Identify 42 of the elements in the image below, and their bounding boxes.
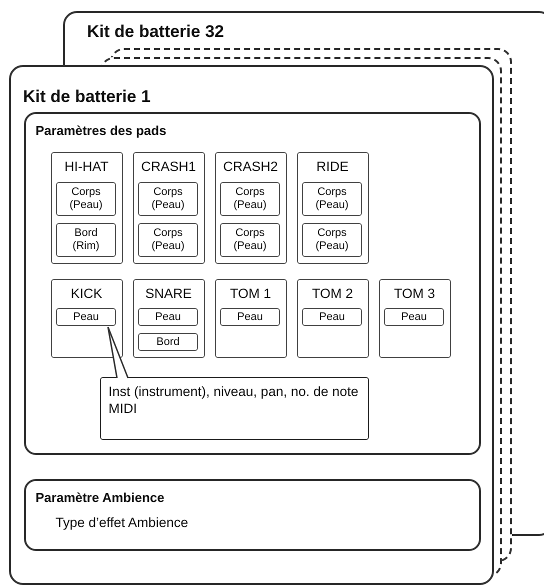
parameter-tag: Peau (138, 308, 198, 326)
pad-card (214, 278, 286, 358)
pad-card (132, 152, 204, 264)
pad-name: RIDE (315, 158, 350, 174)
pad-card (132, 278, 204, 358)
pad-name: CRASH2 (222, 158, 279, 174)
pad-name: TOM 1 (228, 286, 272, 300)
pad-card (296, 278, 368, 358)
parameter-tag: Corps (Peau) (302, 223, 362, 257)
pad-card (296, 152, 368, 264)
pad-card (50, 152, 122, 264)
pad-name: HI-HAT (64, 158, 110, 174)
parameter-text: Type d’effet Ambience (56, 514, 188, 530)
kit-heading: Kit de batterie 1 (23, 87, 151, 107)
kit-heading: Kit de batterie 32 (87, 22, 224, 42)
pad-name: CRASH1 (140, 158, 197, 174)
parameter-tag: Corps (Peau) (56, 182, 116, 216)
pad-name: SNARE (144, 286, 193, 300)
parameter-tag: Corps (Peau) (138, 223, 198, 257)
settings-panel (24, 112, 480, 454)
callout-pointer (106, 326, 128, 378)
parameter-tag: Bord (Rim) (56, 223, 116, 257)
section-heading: Paramètres des pads (36, 122, 166, 138)
pad-card (50, 278, 122, 358)
pad-name: KICK (70, 286, 104, 300)
pad-name: TOM 3 (392, 286, 436, 300)
parameter-tag: Corps (Peau) (302, 182, 362, 216)
parameter-tag: Corps (Peau) (220, 223, 280, 257)
parameter-tag: Corps (Peau) (138, 182, 198, 216)
parameter-tag: Bord (138, 333, 198, 351)
pad-card (378, 278, 450, 358)
parameter-tag: Peau (56, 308, 116, 326)
pad-card (214, 152, 286, 264)
callout-box: Inst (instrument), niveau, pan, no. de note MIDI (100, 376, 368, 440)
parameter-tag: Corps (Peau) (220, 182, 280, 216)
parameter-tag: Peau (302, 308, 362, 326)
parameter-tag: Peau (220, 308, 280, 326)
kit-panel (9, 65, 494, 585)
pad-name: TOM 2 (310, 286, 354, 300)
parameter-tag: Peau (384, 308, 444, 326)
section-heading: Paramètre Ambience (36, 490, 164, 504)
settings-panel (24, 478, 480, 550)
